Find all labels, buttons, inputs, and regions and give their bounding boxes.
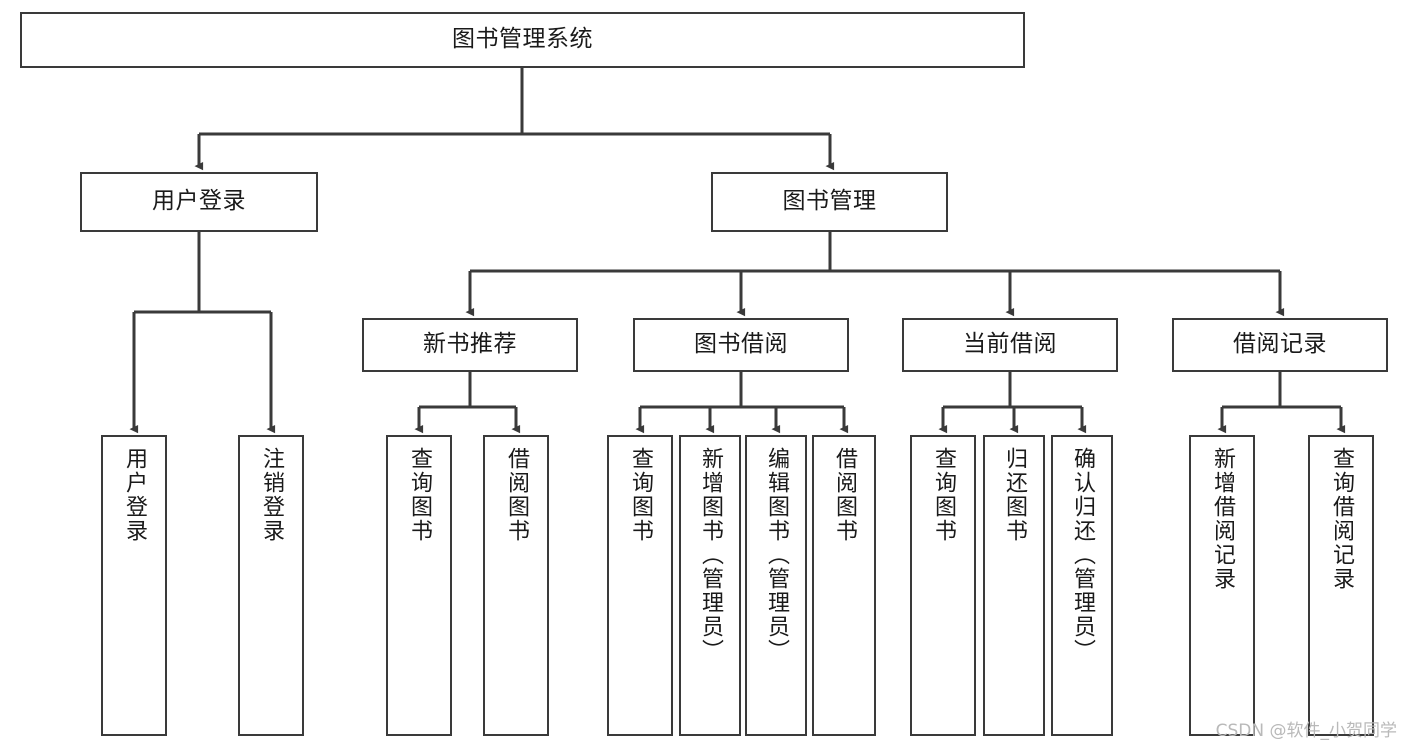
node-leaf-5-新增图书管理员[interactable]: 新增图书（管理员） bbox=[679, 435, 741, 736]
node-leaf-9-归还图书[interactable]: 归还图书 bbox=[983, 435, 1045, 736]
node-label: 新书推荐 bbox=[423, 331, 517, 358]
node-leaf-2-查询图书[interactable]: 查询图书 bbox=[386, 435, 452, 736]
node-leaf-6-编辑图书管理员[interactable]: 编辑图书（管理员） bbox=[745, 435, 807, 736]
node-label: 查询借阅记录 bbox=[1329, 447, 1354, 591]
node-level2-1-图书管理[interactable]: 图书管理 bbox=[711, 172, 948, 232]
node-leaf-4-查询图书[interactable]: 查询图书 bbox=[607, 435, 673, 736]
node-leaf-7-借阅图书[interactable]: 借阅图书 bbox=[812, 435, 876, 736]
node-label: 用户登录 bbox=[122, 447, 147, 543]
node-root-图书管理系统[interactable]: 图书管理系统 bbox=[20, 12, 1025, 68]
node-leaf-1-注销登录[interactable]: 注销登录 bbox=[238, 435, 304, 736]
node-label: 新增图书（管理员） bbox=[698, 447, 723, 663]
node-leaf-0-用户登录[interactable]: 用户登录 bbox=[101, 435, 167, 736]
node-level3-0-新书推荐[interactable]: 新书推荐 bbox=[362, 318, 578, 372]
node-leaf-10-确认归还管理员[interactable]: 确认归还（管理员） bbox=[1051, 435, 1113, 736]
node-leaf-12-查询借阅记录[interactable]: 查询借阅记录 bbox=[1308, 435, 1374, 736]
node-label: 借阅图书 bbox=[504, 447, 529, 543]
node-label: 图书管理系统 bbox=[452, 26, 593, 53]
node-label: 查询图书 bbox=[628, 447, 653, 543]
node-level3-3-借阅记录[interactable]: 借阅记录 bbox=[1172, 318, 1388, 372]
watermark: CSDN @软件_小贺同学 bbox=[1215, 721, 1397, 741]
node-leaf-8-查询图书[interactable]: 查询图书 bbox=[910, 435, 976, 736]
node-level3-2-当前借阅[interactable]: 当前借阅 bbox=[902, 318, 1118, 372]
node-label: 注销登录 bbox=[259, 447, 284, 543]
node-label: 图书借阅 bbox=[694, 331, 788, 358]
node-label: 新增借阅记录 bbox=[1210, 447, 1235, 591]
node-leaf-11-新增借阅记录[interactable]: 新增借阅记录 bbox=[1189, 435, 1255, 736]
node-label: 归还图书 bbox=[1002, 447, 1027, 543]
node-leaf-3-借阅图书[interactable]: 借阅图书 bbox=[483, 435, 549, 736]
node-label: 查询图书 bbox=[931, 447, 956, 543]
node-label: 借阅记录 bbox=[1233, 331, 1327, 358]
node-level3-1-图书借阅[interactable]: 图书借阅 bbox=[633, 318, 849, 372]
node-label: 用户登录 bbox=[152, 188, 246, 215]
node-label: 确认归还（管理员） bbox=[1070, 447, 1095, 663]
node-level2-0-用户登录[interactable]: 用户登录 bbox=[80, 172, 318, 232]
node-label: 编辑图书（管理员） bbox=[764, 447, 789, 663]
node-label: 借阅图书 bbox=[832, 447, 857, 543]
node-label: 查询图书 bbox=[407, 447, 432, 543]
node-label: 图书管理 bbox=[782, 188, 877, 215]
node-label: 当前借阅 bbox=[963, 331, 1057, 358]
